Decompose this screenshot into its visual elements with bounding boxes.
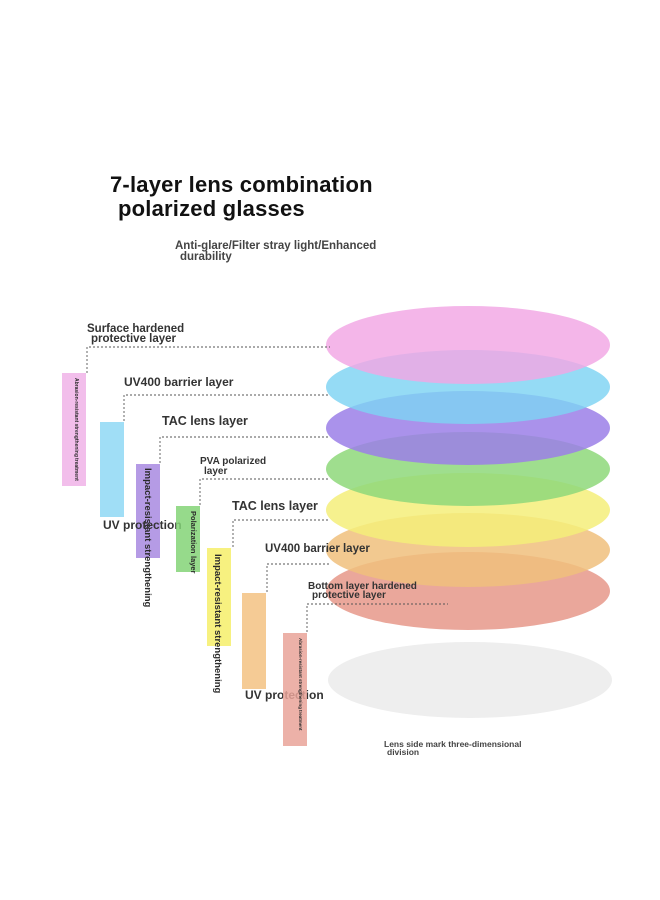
bar-polarization-label-line-1: Polarization [189, 511, 198, 554]
footnote: Lens side mark three-dimensional divisio… [384, 739, 522, 757]
leader-line-6 [266, 563, 330, 592]
bar-impact-top [136, 464, 160, 558]
bar-uv-protection-bottom [242, 593, 266, 689]
leader-line-1 [86, 346, 330, 373]
layer-label-1-line-1: Surface hardened [87, 323, 185, 335]
bar-impact-bottom-label: Impact-resistant strengthening [212, 554, 223, 694]
layer-label-7-line-1: Bottom layer hardened [308, 581, 417, 592]
footnote-line-2: division [387, 747, 420, 757]
title-line-1: 7-layer lens combination [110, 172, 373, 197]
subtitle: Anti-glare/Filter stray light/Enhanced d… [175, 240, 435, 263]
base-disc [328, 642, 612, 718]
bar-abrasion-top-label: Abrasion-resistant strengthening treatme… [73, 378, 79, 481]
page-title: 7-layer lens combination polarized glass… [110, 173, 373, 221]
leader-line-4 [199, 478, 330, 505]
layer-label-7-line-2: protective layer [312, 590, 386, 601]
layer-label-4-line-1: PVA polarized [200, 456, 267, 467]
layer-label-1-line-2: protective layer [91, 333, 177, 345]
layer-label-7: Bottom layer hardened protective layer [308, 581, 417, 601]
leader-line-7 [306, 603, 448, 632]
bar-impact-top-label-line-1: Impact-resistant [142, 468, 153, 542]
bar-impact-top-label-line-2: strengthening [142, 544, 153, 608]
bar-abrasion-bottom [283, 633, 307, 746]
bar-impact-top-label: Impact-resistant strengthening [142, 468, 153, 608]
bar-polarization-label: Polarization layer [189, 511, 198, 574]
layer-label-5: TAC lens layer [232, 499, 318, 513]
leader-line-5 [232, 519, 330, 547]
layer-label-6: UV400 barrier layer [265, 543, 370, 555]
bar-abrasion-bottom-label-line-2: treatment [298, 710, 303, 731]
bar-impact-bottom [207, 548, 231, 646]
layer-label-2: UV400 barrier layer [124, 375, 234, 389]
leader-line-3 [159, 436, 330, 463]
layer-label-3: TAC lens layer [162, 414, 248, 428]
bar-uv-protection-top [100, 422, 124, 517]
leader-line-2 [123, 394, 330, 421]
bar-polarization [176, 506, 200, 572]
leader-lines [86, 346, 448, 632]
bar-abrasion-bottom-label-line-1: Abrasion-resistant strengthening [298, 638, 303, 710]
bar-impact-bottom-label-line-2: strengthening [212, 630, 223, 694]
bar-abrasion-top-label-line-2: treatment [73, 458, 79, 482]
layer-label-4-line-2: layer [204, 466, 228, 477]
title-line-2: polarized glasses [118, 196, 305, 221]
subtitle-line-1: Anti-glare/Filter stray light/Enhanced [175, 240, 377, 252]
bar-abrasion-top-label-line-1: Abrasion-resistant strengthening [73, 378, 79, 457]
bar-uv-protection-top-label: UV protection [103, 518, 182, 532]
layer-label-4: PVA polarized layer [200, 457, 266, 477]
bar-impact-bottom-label-line-1: Impact-resistant [212, 554, 223, 628]
bar-polarization-label-line-2: layer [189, 555, 198, 574]
footnote-line-1: Lens side mark three-dimensional [384, 739, 522, 749]
layer-label-1: Surface hardened protective layer [87, 323, 185, 345]
bar-abrasion-bottom-label: Abrasion-resistant strengthening treatme… [298, 638, 303, 731]
lens-layer-1 [326, 306, 610, 384]
subtitle-line-2: durability [180, 251, 232, 263]
bar-abrasion-top [62, 373, 86, 486]
